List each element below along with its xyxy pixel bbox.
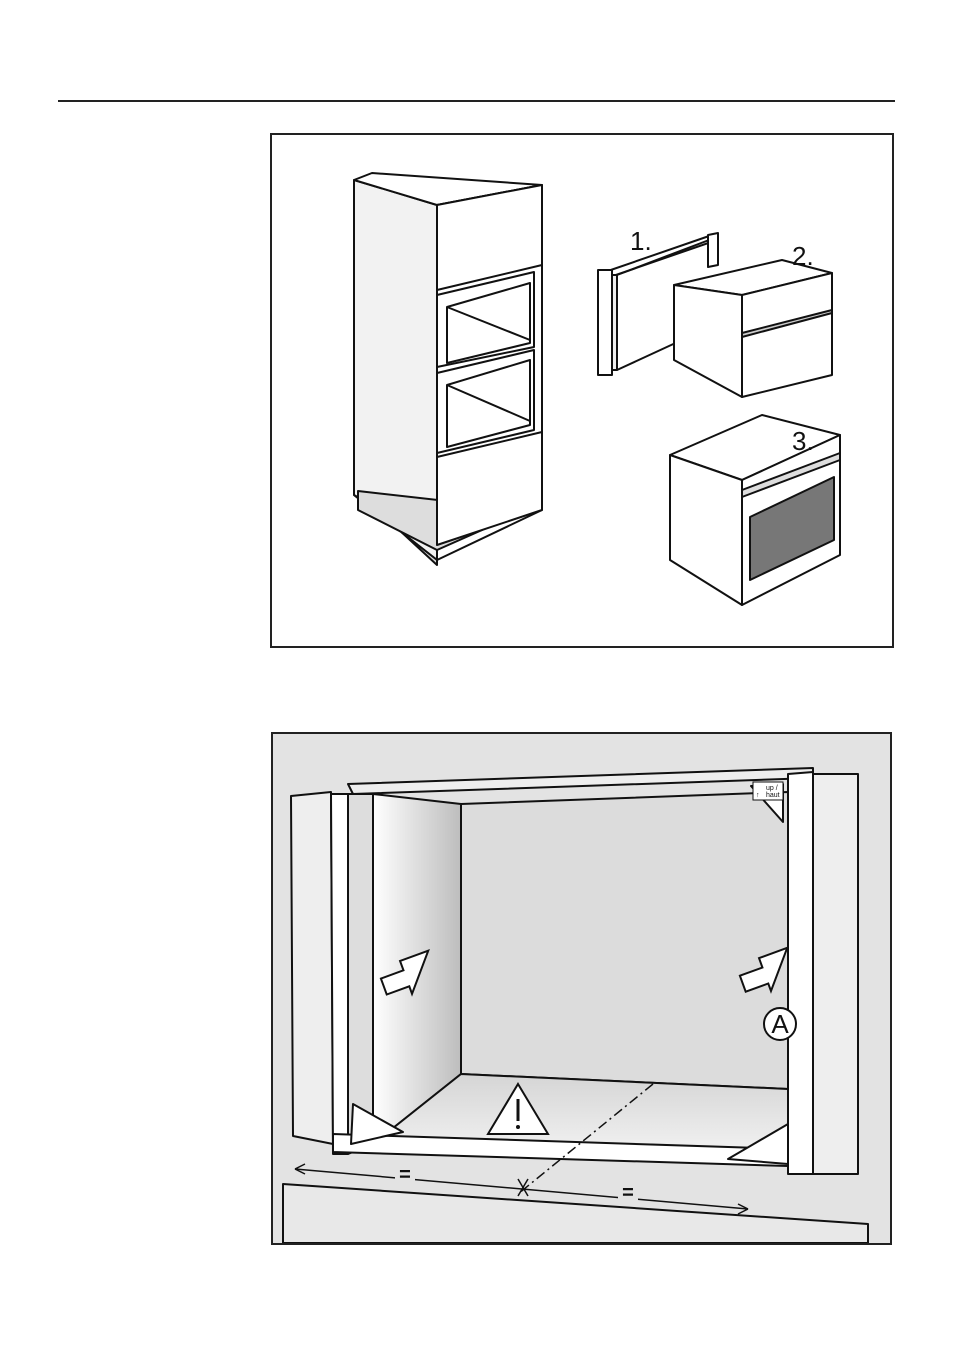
assembly-steps-figure: 1. 2. 3. — [270, 133, 894, 648]
equal-mark-right: = — [622, 1182, 634, 1204]
step-label-3: 3. — [792, 426, 814, 456]
tall-cabinet — [354, 173, 542, 565]
niche-alignment-figure: A up / haut ↑ = = — [271, 732, 892, 1245]
equal-mark-left: = — [399, 1164, 411, 1186]
up-arrow-icon: ↑ — [756, 792, 760, 799]
header-rule — [58, 100, 895, 102]
step-label-2: 2. — [792, 241, 814, 271]
assembly-illustration: 1. 2. 3. — [272, 135, 892, 646]
step-label-1: 1. — [630, 226, 652, 256]
niche-illustration: A up / haut ↑ = = — [273, 734, 890, 1243]
sticker-line-2: haut — [766, 792, 780, 799]
oven-appliance — [670, 415, 840, 605]
mounting-box — [674, 260, 832, 397]
sticker-line-1: up / — [766, 785, 778, 792]
callout-letter: A — [771, 1009, 789, 1039]
